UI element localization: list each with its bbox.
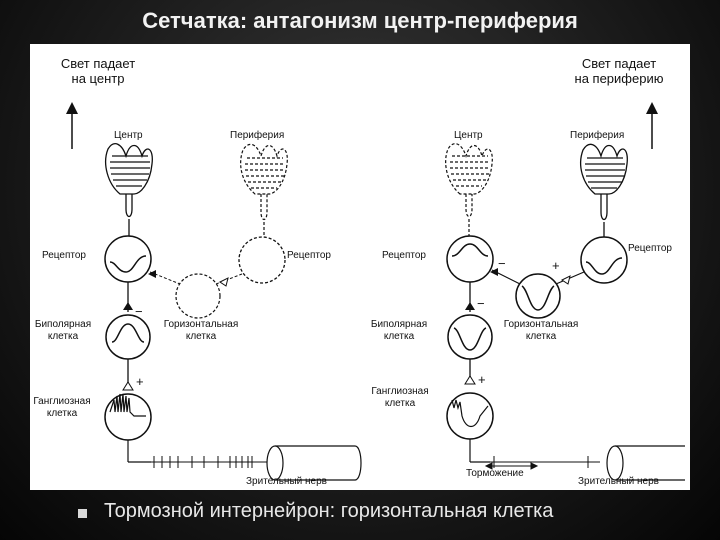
bipolar-label-left: Биполярная клетка [32, 319, 94, 343]
receptor-cell-center-right [446, 235, 494, 283]
periphery-photoreceptor-left [240, 143, 288, 238]
horizontal-trace-right [521, 285, 555, 311]
bullet-row: Тормозной интернейрон: горизонтальная кл… [78, 500, 698, 528]
optic-nerve-cylinder-right [606, 445, 685, 481]
ganglion-label-left-line2: клетка [46, 408, 78, 419]
light-on-center-label: Свет падает на центр [42, 56, 154, 86]
receptor-label-left-2: Рецептор [287, 250, 331, 261]
optic-nerve-cylinder-left [266, 445, 362, 481]
spike-train-left [151, 456, 270, 468]
horizontal-label-left-line2: клетка [185, 331, 217, 342]
horizontal-label-right-line2: клетка [525, 331, 557, 342]
ganglion-trace-left [109, 393, 146, 417]
receptor-label-right-1: Рецептор [382, 250, 426, 261]
bipolar-cell-right [447, 314, 493, 360]
inhibition-label: Торможение [466, 468, 524, 479]
sign-bipolar-left: − [135, 304, 143, 319]
synapse-receptor-bipolar-left [123, 302, 133, 310]
center-photoreceptor-right [445, 143, 493, 236]
ganglion-cell-right [446, 392, 494, 440]
receptor-label-right-2: Рецептор [628, 243, 672, 254]
bullet-square-icon [78, 509, 87, 518]
bipolar-label-right-line2: клетка [383, 331, 415, 342]
optic-nerve-label-left: Зрительный нерв [246, 476, 327, 487]
bipolar-label-left-line1: Биполярная [34, 319, 92, 330]
ganglion-label-right: Ганглиозная клетка [366, 386, 434, 410]
horizontal-label-right: Горизонтальная клетка [496, 319, 586, 343]
sign-horizontal-plus-right: + [552, 258, 560, 273]
bipolar-trace-left [111, 323, 145, 343]
horizontal-cell-left [175, 273, 221, 319]
bipolar-label-right-line1: Биполярная [370, 319, 428, 330]
bipolar-trace-right [453, 327, 487, 351]
bipolar-label-left-line2: клетка [47, 331, 79, 342]
center-label-right: Центр [454, 130, 483, 141]
synapse-triangle-right-2 [561, 275, 571, 285]
ganglion-label-right-line1: Ганглиозная [371, 386, 429, 397]
bipolar-label-right: Биполярная клетка [364, 319, 434, 343]
synapse-triangle-left-1 [148, 270, 156, 278]
light-on-periphery-line2: на периферию [574, 71, 664, 86]
ganglion-label-right-line2: клетка [384, 398, 416, 409]
retina-diagram [66, 102, 685, 481]
receptor-cell-center-left [104, 235, 152, 283]
receptor-cell-periphery-right [580, 236, 628, 284]
light-on-periphery-line1: Свет падает [581, 56, 657, 71]
light-on-periphery-label: Свет падает на периферию [554, 56, 684, 86]
light-on-center-line1: Свет падает [60, 56, 136, 71]
bullet-text: Тормозной интернейрон: горизонтальная кл… [104, 500, 554, 522]
horizontal-label-right-line1: Горизонтальная [503, 319, 579, 330]
synapse-triangle-right-1 [490, 268, 498, 276]
synapse-triangle-left-2 [219, 277, 229, 287]
ganglion-trace-right [451, 399, 489, 428]
bipolar-cell-left [105, 314, 151, 360]
ganglion-label-left: Ганглиозная клетка [30, 396, 94, 420]
horizontal-label-left-line1: Горизонтальная [163, 319, 239, 330]
optic-nerve-label-right: Зрительный нерв [578, 476, 659, 487]
periphery-photoreceptor-right [580, 143, 628, 238]
horizontal-cell-right [515, 273, 561, 319]
center-photoreceptor-left [105, 143, 153, 236]
receptor-label-left-1: Рецептор [42, 250, 86, 261]
diagram-panel: Свет падает на центр Центр Периферия Рец… [30, 44, 690, 490]
synapse-bipolar-ganglion-left [122, 381, 134, 391]
light-on-center-line2: на центр [71, 71, 125, 86]
horizontal-label-left: Горизонтальная клетка [156, 319, 246, 343]
center-label-left: Центр [114, 130, 143, 141]
receptor-trace-center-right [451, 243, 489, 257]
periphery-label-left: Периферия [230, 130, 285, 141]
receptor-trace-left [109, 255, 147, 273]
slide-title: Сетчатка: антагонизм центр-периферия [142, 8, 578, 33]
receptor-trace-periphery-right [585, 257, 623, 275]
ganglion-label-left-line1: Ганглиозная [33, 396, 91, 407]
sign-ganglion-right: + [478, 372, 486, 387]
sign-bipolar-right: − [477, 296, 485, 311]
synapse-receptor-bipolar-right [465, 302, 475, 310]
periphery-label-right: Периферия [570, 130, 625, 141]
inhibition-arrow [484, 462, 539, 470]
synapse-bipolar-ganglion-right [464, 375, 476, 385]
sign-ganglion-left: + [136, 374, 144, 389]
receptor-cell-periphery-left [238, 236, 286, 284]
sign-receptor-minus-right: − [498, 256, 506, 271]
